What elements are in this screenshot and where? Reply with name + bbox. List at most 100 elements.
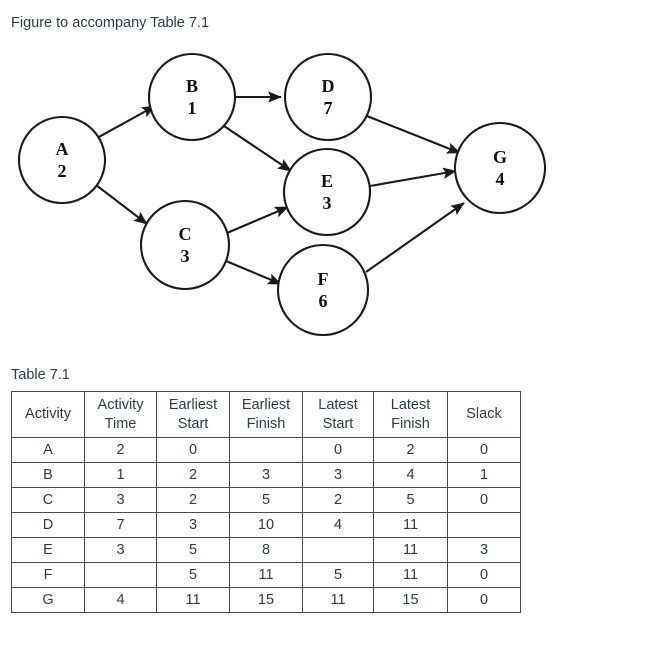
cell-latest-finish: 15 [373,587,448,613]
node-d[interactable]: D 7 [283,52,373,142]
header-line-2: Start [322,415,354,432]
node-d-label: D [322,76,335,96]
node-b-duration: 1 [188,98,197,118]
cell-earliest-start: 0 [156,437,230,463]
node-g[interactable]: G 4 [453,121,547,215]
table-row: G 4 11 15 11 15 0 [11,587,521,613]
node-g-label: G [493,147,507,167]
cell-activity: D [11,512,85,538]
edges-group [95,91,465,285]
figure-caption: Figure to accompany Table 7.1 [11,15,210,31]
cell-slack: 0 [447,562,521,588]
cell-earliest-finish: 11 [229,562,303,588]
table-header-row: Activity Activity Time Earliest Start Ea… [11,391,521,438]
cell-slack: 1 [447,462,521,488]
cell-earliest-start: 11 [156,587,230,613]
node-c-duration: 3 [181,246,190,266]
header-line-1: Latest [318,396,358,413]
cell-latest-start: 2 [302,487,374,513]
cell-earliest-start: 5 [156,562,230,588]
column-header-earliest-start: Earliest Start [156,391,230,438]
node-f[interactable]: F 6 [276,243,370,337]
node-g-circle [453,121,547,215]
node-f-label: F [318,269,329,289]
cell-latest-finish: 2 [373,437,448,463]
cell-latest-finish: 4 [373,462,448,488]
node-e[interactable]: E 3 [282,147,372,237]
edge-e-to-g [369,167,457,188]
header-line-2: Start [177,415,209,432]
edge-f-to-g [365,202,465,273]
cell-slack: 3 [447,537,521,563]
cell-activity: F [11,562,85,588]
edge-a-to-c [95,184,148,225]
cell-activity-time: 3 [84,487,157,513]
header-line-1: Latest [390,396,431,413]
network-diagram: A 2 B 1 C 3 D 7 E 3 F 6 [0,40,600,345]
column-header-activity-time: Activity Time [84,391,157,438]
node-c[interactable]: C 3 [139,199,231,291]
cell-earliest-start: 2 [156,462,230,488]
edge-a-to-b [96,105,156,139]
node-b-label: B [186,76,198,96]
column-header-slack: Slack [447,391,521,438]
node-a-duration: 2 [58,161,67,181]
column-header-latest-start: Latest Start [302,391,374,438]
node-b-circle [147,52,237,142]
cell-earliest-finish: 15 [229,587,303,613]
cell-latest-start: 5 [302,562,374,588]
header-line-2: Time [104,415,137,432]
column-header-latest-finish: Latest Finish [373,391,448,438]
schedule-table-body: A 2 0 0 2 0 B 1 2 3 3 4 1 C 3 2 5 [11,437,521,613]
cell-latest-finish: 11 [373,537,448,563]
cell-earliest-start: 5 [156,537,230,563]
node-a-circle [17,115,107,205]
table-row: B 1 2 3 3 4 1 [11,462,521,488]
cell-latest-finish: 11 [373,512,448,538]
network-diagram-svg: A 2 B 1 C 3 D 7 E 3 F 6 [17,52,547,337]
cell-activity: G [11,587,85,613]
cell-earliest-finish: 5 [229,487,303,513]
node-e-circle [282,147,372,237]
node-d-circle [283,52,373,142]
node-d-duration: 7 [324,98,333,118]
node-b[interactable]: B 1 [147,52,237,142]
cell-earliest-finish: 3 [229,462,303,488]
cell-earliest-finish [229,437,303,463]
node-a[interactable]: A 2 [17,115,107,205]
header-line-2: Finish [391,415,430,432]
node-f-duration: 6 [319,291,328,311]
cell-activity: B [11,462,85,488]
header-line-2: Finish [246,415,286,432]
cell-activity: A [11,437,85,463]
edge-c-to-e [226,206,289,234]
cell-earliest-start: 3 [156,512,230,538]
header-line-2: Activity [25,406,71,422]
cell-activity-time: 2 [84,437,157,463]
cell-activity-time: 7 [84,512,157,538]
cell-activity: E [11,537,85,563]
cell-slack: 0 [447,437,521,463]
cell-activity-time [84,562,157,588]
column-header-earliest-finish: Earliest Finish [229,391,303,438]
table-caption: Table 7.1 [11,367,70,383]
cell-earliest-finish: 8 [229,537,303,563]
cell-activity-time: 3 [84,537,157,563]
header-line-2: Slack [466,406,502,422]
node-e-duration: 3 [323,193,332,213]
table-row: D 7 3 10 4 11 [11,512,521,538]
cell-earliest-finish: 10 [229,512,303,538]
cell-slack [447,512,521,538]
node-e-label: E [321,171,333,191]
column-header-activity: Activity [11,391,85,438]
cell-latest-start: 0 [302,437,374,463]
table-row: E 3 5 8 11 3 [11,537,521,563]
header-line-1: Activity [97,396,144,413]
node-c-label: C [179,224,192,244]
header-line-1: Earliest [168,396,218,413]
edge-b-to-e [223,125,292,172]
cell-activity-time: 4 [84,587,157,613]
schedule-table: Activity Activity Time Earliest Start Ea… [11,391,521,613]
table-row: C 3 2 5 2 5 0 [11,487,521,513]
header-line-1: Earliest [241,396,291,413]
